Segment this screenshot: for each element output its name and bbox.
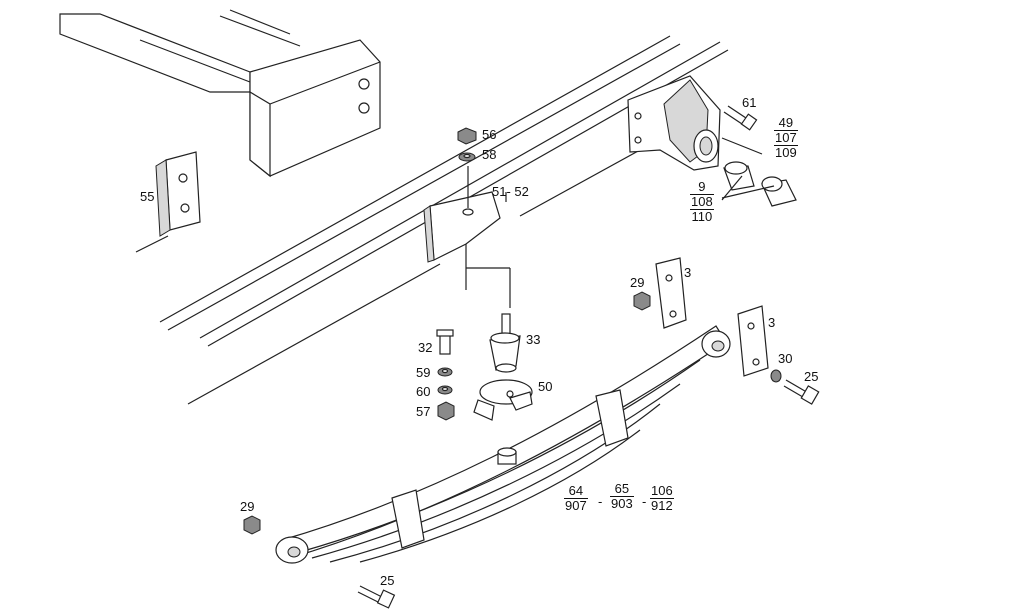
leaf-spring bbox=[275, 325, 731, 564]
callout-58: 58 bbox=[482, 147, 497, 162]
callout-33: 33 bbox=[526, 332, 541, 347]
callout-29-top: 29 bbox=[630, 275, 645, 290]
plate-55 bbox=[135, 151, 201, 253]
callout-110: 110 bbox=[690, 209, 714, 224]
nut-30 bbox=[770, 369, 782, 383]
callout-9: 9 bbox=[690, 180, 714, 195]
bolt-61 bbox=[723, 105, 758, 131]
callout-107: 107 bbox=[775, 130, 797, 145]
callout-64: 64 bbox=[564, 484, 588, 499]
callout-25-right: 25 bbox=[804, 369, 819, 384]
callout-3-right: 3 bbox=[768, 315, 776, 330]
callout-25-bottom: 25 bbox=[380, 573, 395, 588]
shackle-plate-right bbox=[737, 305, 769, 377]
callout-59: 59 bbox=[416, 365, 431, 380]
nut-29-bottom bbox=[243, 515, 261, 535]
callout-907: 907 bbox=[565, 498, 587, 513]
callout-29-bottom: 29 bbox=[240, 499, 255, 514]
callout-9-108-110: 9 108 110 bbox=[690, 180, 714, 224]
front-hanger-bracket bbox=[627, 75, 721, 171]
callout-60: 60 bbox=[416, 384, 431, 399]
callout-61: 61 bbox=[742, 95, 757, 110]
callout-55: 55 bbox=[140, 189, 155, 204]
callout-65-903: 65 903 bbox=[610, 482, 634, 511]
callout-64-907: 64 907 bbox=[564, 484, 588, 513]
callout-65: 65 bbox=[610, 482, 634, 497]
callout-56: 56 bbox=[482, 127, 497, 142]
callout-30: 30 bbox=[778, 351, 793, 366]
bump-stop-bracket bbox=[423, 127, 511, 308]
bolt-25-bottom bbox=[357, 585, 396, 609]
dash-separator-2: - bbox=[642, 494, 647, 509]
callout-912: 912 bbox=[651, 498, 673, 513]
plate-50 bbox=[473, 379, 533, 421]
callout-49: 49 bbox=[774, 116, 798, 131]
callout-32: 32 bbox=[418, 340, 433, 355]
callout-106-912: 106 912 bbox=[650, 484, 674, 513]
dash-separator-1: - bbox=[598, 494, 603, 509]
nut-29-top bbox=[633, 291, 651, 311]
callout-109: 109 bbox=[774, 145, 798, 160]
callout-49-107-109: 49 107 109 bbox=[774, 116, 798, 160]
leader-lines bbox=[505, 137, 775, 202]
callout-50: 50 bbox=[538, 379, 553, 394]
bolt-25-right bbox=[783, 379, 820, 405]
callout-108: 108 bbox=[691, 194, 713, 209]
shackle-plate-left bbox=[655, 257, 687, 329]
callout-106: 106 bbox=[650, 483, 674, 499]
fastener-stack bbox=[436, 329, 455, 421]
callout-51-52: 51- 52 bbox=[492, 184, 529, 199]
callout-57: 57 bbox=[416, 404, 431, 419]
callout-903: 903 bbox=[611, 496, 633, 511]
bump-stop-33 bbox=[489, 313, 521, 373]
cross-member bbox=[59, 9, 381, 178]
callout-3-left: 3 bbox=[684, 265, 692, 280]
